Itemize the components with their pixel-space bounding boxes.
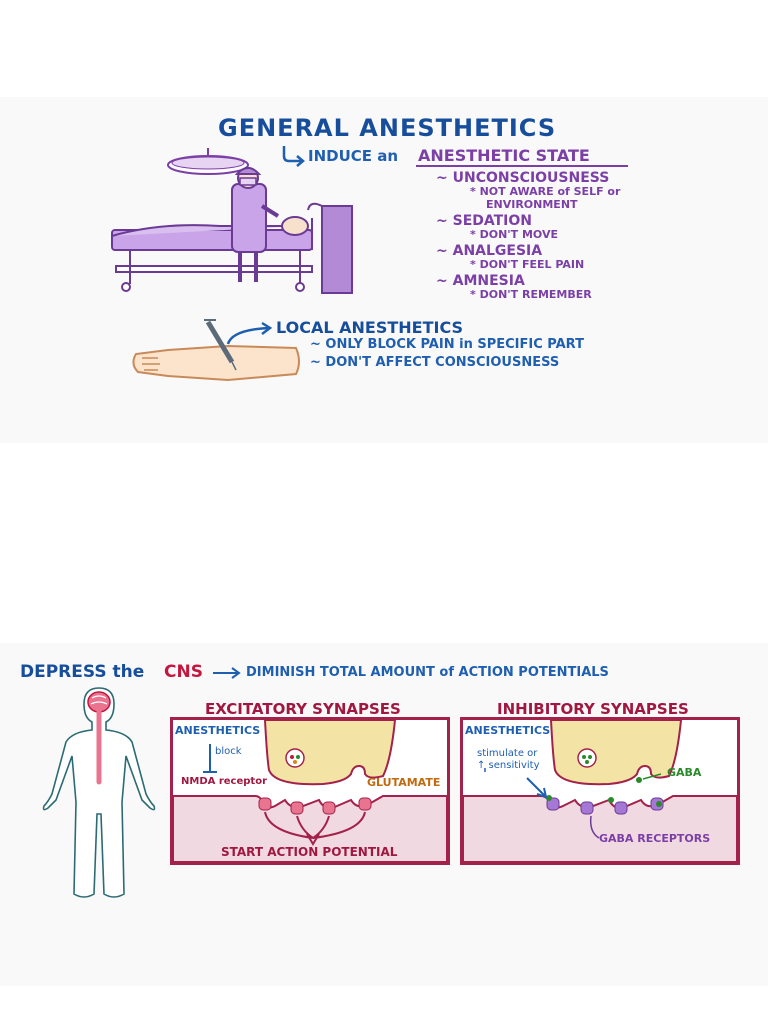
inhibitory-synapse-box: ANESTHETICS stimulate or ↑ sensitivity G… bbox=[460, 717, 740, 865]
human-body-illustration bbox=[42, 687, 156, 898]
effect-amnesia: ~ AMNESIA bbox=[436, 273, 525, 289]
diminish-arrow-icon bbox=[213, 667, 241, 679]
gaba-label: GABA bbox=[667, 766, 702, 779]
local-point-2: ~ DON'T AFFECT CONSCIOUSNESS bbox=[310, 355, 560, 370]
operating-room-illustration bbox=[111, 148, 353, 294]
effect-unconsciousness-note-2: ENVIRONMENT bbox=[486, 198, 578, 211]
effect-unconsciousness-note-1: * NOT AWARE of SELF or bbox=[470, 185, 621, 198]
excitatory-title: EXCITATORY SYNAPSES bbox=[205, 700, 401, 718]
cns-label: CNS bbox=[164, 662, 203, 682]
inhibitory-synapse-diagram bbox=[462, 719, 738, 863]
effect-analgesia: ~ ANALGESIA bbox=[436, 243, 543, 259]
effect-sedation-note: * DON'T MOVE bbox=[470, 228, 558, 241]
local-arrow-icon bbox=[226, 321, 273, 345]
effect-unconsciousness: ~ UNCONSCIOUSNESS bbox=[436, 170, 610, 186]
induce-arrow-icon bbox=[282, 146, 305, 167]
local-anesthetics-title: LOCAL ANESTHETICS bbox=[276, 318, 464, 337]
effect-sedation: ~ SEDATION bbox=[436, 213, 532, 229]
anesthetic-state-underline bbox=[416, 165, 628, 167]
anesthetic-state: ANESTHETIC STATE bbox=[418, 146, 590, 165]
effect-amnesia-note: * DON'T REMEMBER bbox=[470, 288, 592, 301]
local-point-1: ~ ONLY BLOCK PAIN in SPECIFIC PART bbox=[310, 337, 584, 352]
page-title: GENERAL ANESTHETICS bbox=[218, 114, 557, 142]
inhibitory-anesthetics-label: ANESTHETICS bbox=[465, 724, 551, 737]
sensitivity-label: ↑ sensitivity bbox=[477, 760, 540, 771]
effect-analgesia-note: * DON'T FEEL PAIN bbox=[470, 258, 585, 271]
excitatory-anesthetics-label: ANESTHETICS bbox=[175, 724, 261, 737]
induce-label: INDUCE an bbox=[308, 147, 399, 165]
action-potential-label: START ACTION POTENTIAL bbox=[221, 845, 398, 859]
syringe-arm-illustration bbox=[132, 319, 300, 382]
inhibitory-title: INHIBITORY SYNAPSES bbox=[497, 700, 689, 718]
depress-label: DEPRESS the bbox=[20, 662, 145, 682]
nmda-receptor-label: NMDA receptor bbox=[181, 776, 268, 787]
excitatory-synapse-box: ANESTHETICS block NMDA receptor GLUTAMAT… bbox=[170, 717, 450, 865]
diminish-label: DIMINISH TOTAL AMOUNT of ACTION POTENTIA… bbox=[246, 665, 609, 680]
glutamate-label: GLUTAMATE bbox=[367, 776, 441, 789]
excitatory-synapse-diagram bbox=[172, 719, 448, 863]
stimulate-label: stimulate or bbox=[477, 748, 538, 759]
block-label: block bbox=[215, 746, 242, 757]
gaba-receptors-label: GABA RECEPTORS bbox=[599, 832, 711, 845]
